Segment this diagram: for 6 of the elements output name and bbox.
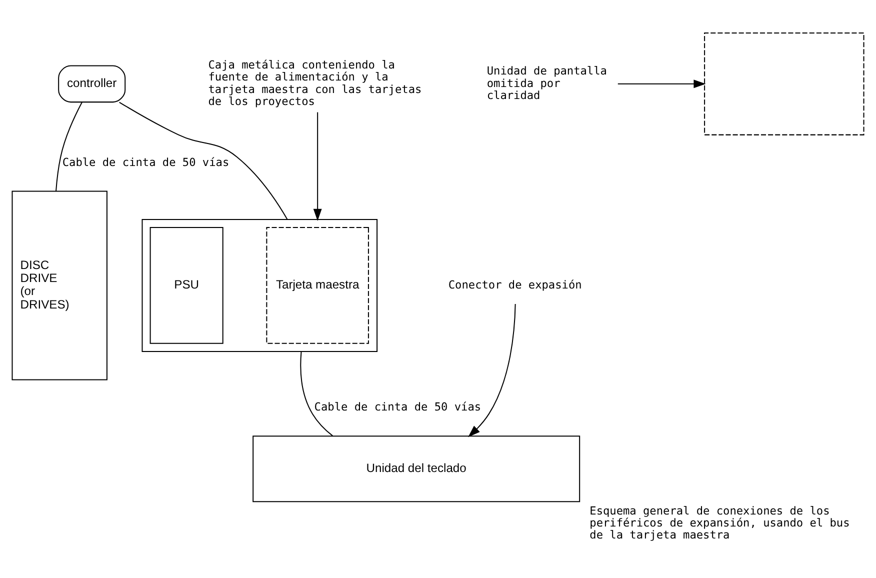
node-text: Caja metálica conteniendo la fuente de alimentación y la tarjeta maestra con las tarjetas de los proyectos <box>208 58 422 108</box>
edge-label: Cable de cinta de 50 vías <box>62 155 230 168</box>
node-text: Conector de expasión <box>448 278 582 291</box>
edge-label: Cable de cinta de 50 vías <box>314 400 482 414</box>
caption: Esquema general de conexiones de los periféricos de expansión, usando el bus de la tarjeta maestra <box>590 504 850 542</box>
node-text: Unidad de pantalla omitida por claridad <box>486 64 607 102</box>
